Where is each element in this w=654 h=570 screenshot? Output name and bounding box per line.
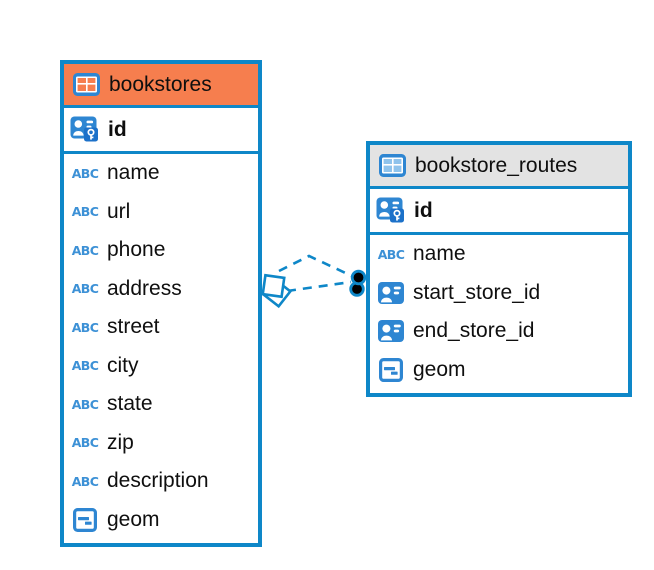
column-name: city xyxy=(107,353,139,377)
column-row[interactable]: ABC street xyxy=(64,308,258,347)
column-row[interactable]: ABC phone xyxy=(64,231,258,270)
entity-table-bookstores[interactable]: bookstores id ABC name ABC url ABC phone xyxy=(60,60,262,547)
foreign-key-icon xyxy=(376,281,406,304)
table-header-bookstore-routes[interactable]: bookstore_routes xyxy=(370,145,628,189)
text-type-icon: ABC xyxy=(71,242,99,258)
primary-key-icon xyxy=(376,197,406,224)
column-row-pk[interactable]: id xyxy=(370,189,628,235)
relationship-source-marker[interactable] xyxy=(261,273,293,309)
foreign-key-icon xyxy=(376,320,406,343)
text-type-icon: ABC xyxy=(71,319,99,335)
column-row[interactable]: geom xyxy=(64,500,258,539)
column-name: name xyxy=(413,242,466,266)
column-row[interactable]: ABC description xyxy=(64,462,258,501)
column-row[interactable]: start_store_id xyxy=(370,273,628,312)
column-name: geom xyxy=(413,357,466,381)
table-icon xyxy=(377,154,407,177)
column-name: state xyxy=(107,392,153,416)
text-type-icon: ABC xyxy=(71,358,99,374)
column-name: id xyxy=(108,117,127,141)
column-name: description xyxy=(107,469,209,493)
relationship-line-lower[interactable] xyxy=(286,280,352,293)
text-type-icon: ABC xyxy=(71,281,99,297)
table-header-bookstores[interactable]: bookstores xyxy=(64,64,258,108)
column-row[interactable]: ABC name xyxy=(370,235,628,274)
text-type-icon: ABC xyxy=(71,435,99,451)
column-name: street xyxy=(107,315,160,339)
geometry-type-icon xyxy=(70,507,100,532)
column-name: start_store_id xyxy=(413,280,541,304)
column-name: name xyxy=(107,161,160,185)
column-name: geom xyxy=(107,507,160,531)
column-row-pk[interactable]: id xyxy=(64,108,258,154)
column-row[interactable]: end_store_id xyxy=(370,312,628,351)
column-row[interactable]: ABC state xyxy=(64,385,258,424)
column-name: url xyxy=(107,199,131,223)
entity-table-bookstore-routes[interactable]: bookstore_routes id ABC name xyxy=(366,141,632,397)
table-title: bookstores xyxy=(109,72,212,96)
text-type-icon: ABC xyxy=(71,204,99,220)
column-row[interactable]: ABC city xyxy=(64,346,258,385)
column-row[interactable]: ABC zip xyxy=(64,423,258,462)
primary-key-icon xyxy=(70,116,100,143)
column-row[interactable]: ABC name xyxy=(64,154,258,193)
text-type-icon: ABC xyxy=(71,165,99,181)
table-title: bookstore_routes xyxy=(415,153,578,177)
column-row[interactable]: geom xyxy=(370,350,628,389)
relationship-target-marker[interactable] xyxy=(349,269,367,297)
column-name: end_store_id xyxy=(413,319,535,343)
column-row[interactable]: ABC address xyxy=(64,269,258,308)
column-name: address xyxy=(107,276,182,300)
text-type-icon: ABC xyxy=(71,473,99,489)
column-row[interactable]: ABC url xyxy=(64,192,258,231)
text-type-icon: ABC xyxy=(377,246,405,262)
relationship-line-upper[interactable] xyxy=(278,254,353,278)
text-type-icon: ABC xyxy=(71,396,99,412)
geometry-type-icon xyxy=(376,357,406,382)
column-name: zip xyxy=(107,430,134,454)
table-icon xyxy=(71,73,101,96)
column-name: phone xyxy=(107,238,166,262)
column-name: id xyxy=(414,198,433,222)
